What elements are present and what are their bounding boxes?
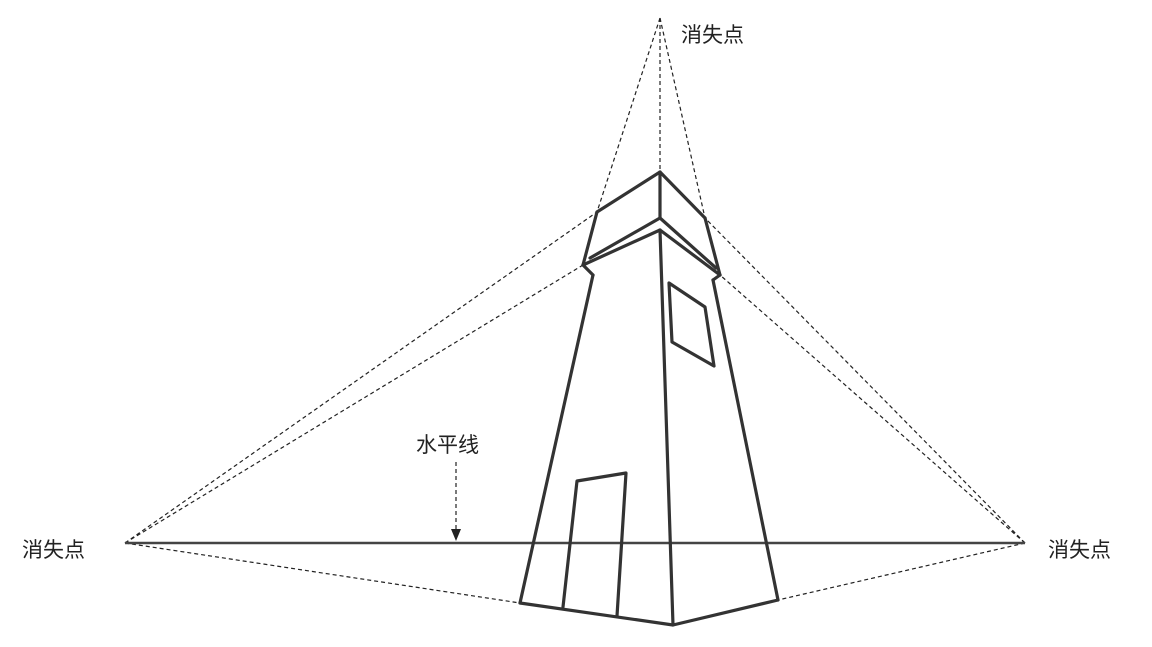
guide-top-left [596, 17, 661, 213]
body-center-edge [658, 228, 675, 627]
door [561, 471, 628, 618]
horizon-arrow-head [451, 529, 461, 541]
cap-right-edge [703, 216, 722, 277]
horizon-line-label: 水平线 [416, 433, 479, 457]
cap-top [595, 170, 707, 220]
window [667, 281, 716, 368]
vanishing-point-left-label: 消失点 [22, 538, 85, 562]
guide-left-cap [124, 211, 598, 544]
guide-top-right [659, 17, 706, 219]
base-line [518, 598, 780, 627]
guide-right-cap [704, 217, 1026, 544]
cap-band-upper [588, 216, 718, 270]
vanishing-point-top-label: 消失点 [681, 23, 744, 47]
body-left-edge [518, 273, 595, 605]
cap-left-edge [581, 210, 599, 267]
cap-left-foot [581, 263, 595, 277]
guide-left-band [124, 264, 584, 544]
vanishing-point-right-label: 消失点 [1048, 538, 1111, 562]
guide-right-base [777, 542, 1026, 601]
construction-lines [124, 17, 1026, 604]
guide-right-band [719, 274, 1026, 544]
tower [518, 170, 780, 627]
guide-left-base [124, 542, 521, 604]
body-right-edge [711, 278, 780, 602]
